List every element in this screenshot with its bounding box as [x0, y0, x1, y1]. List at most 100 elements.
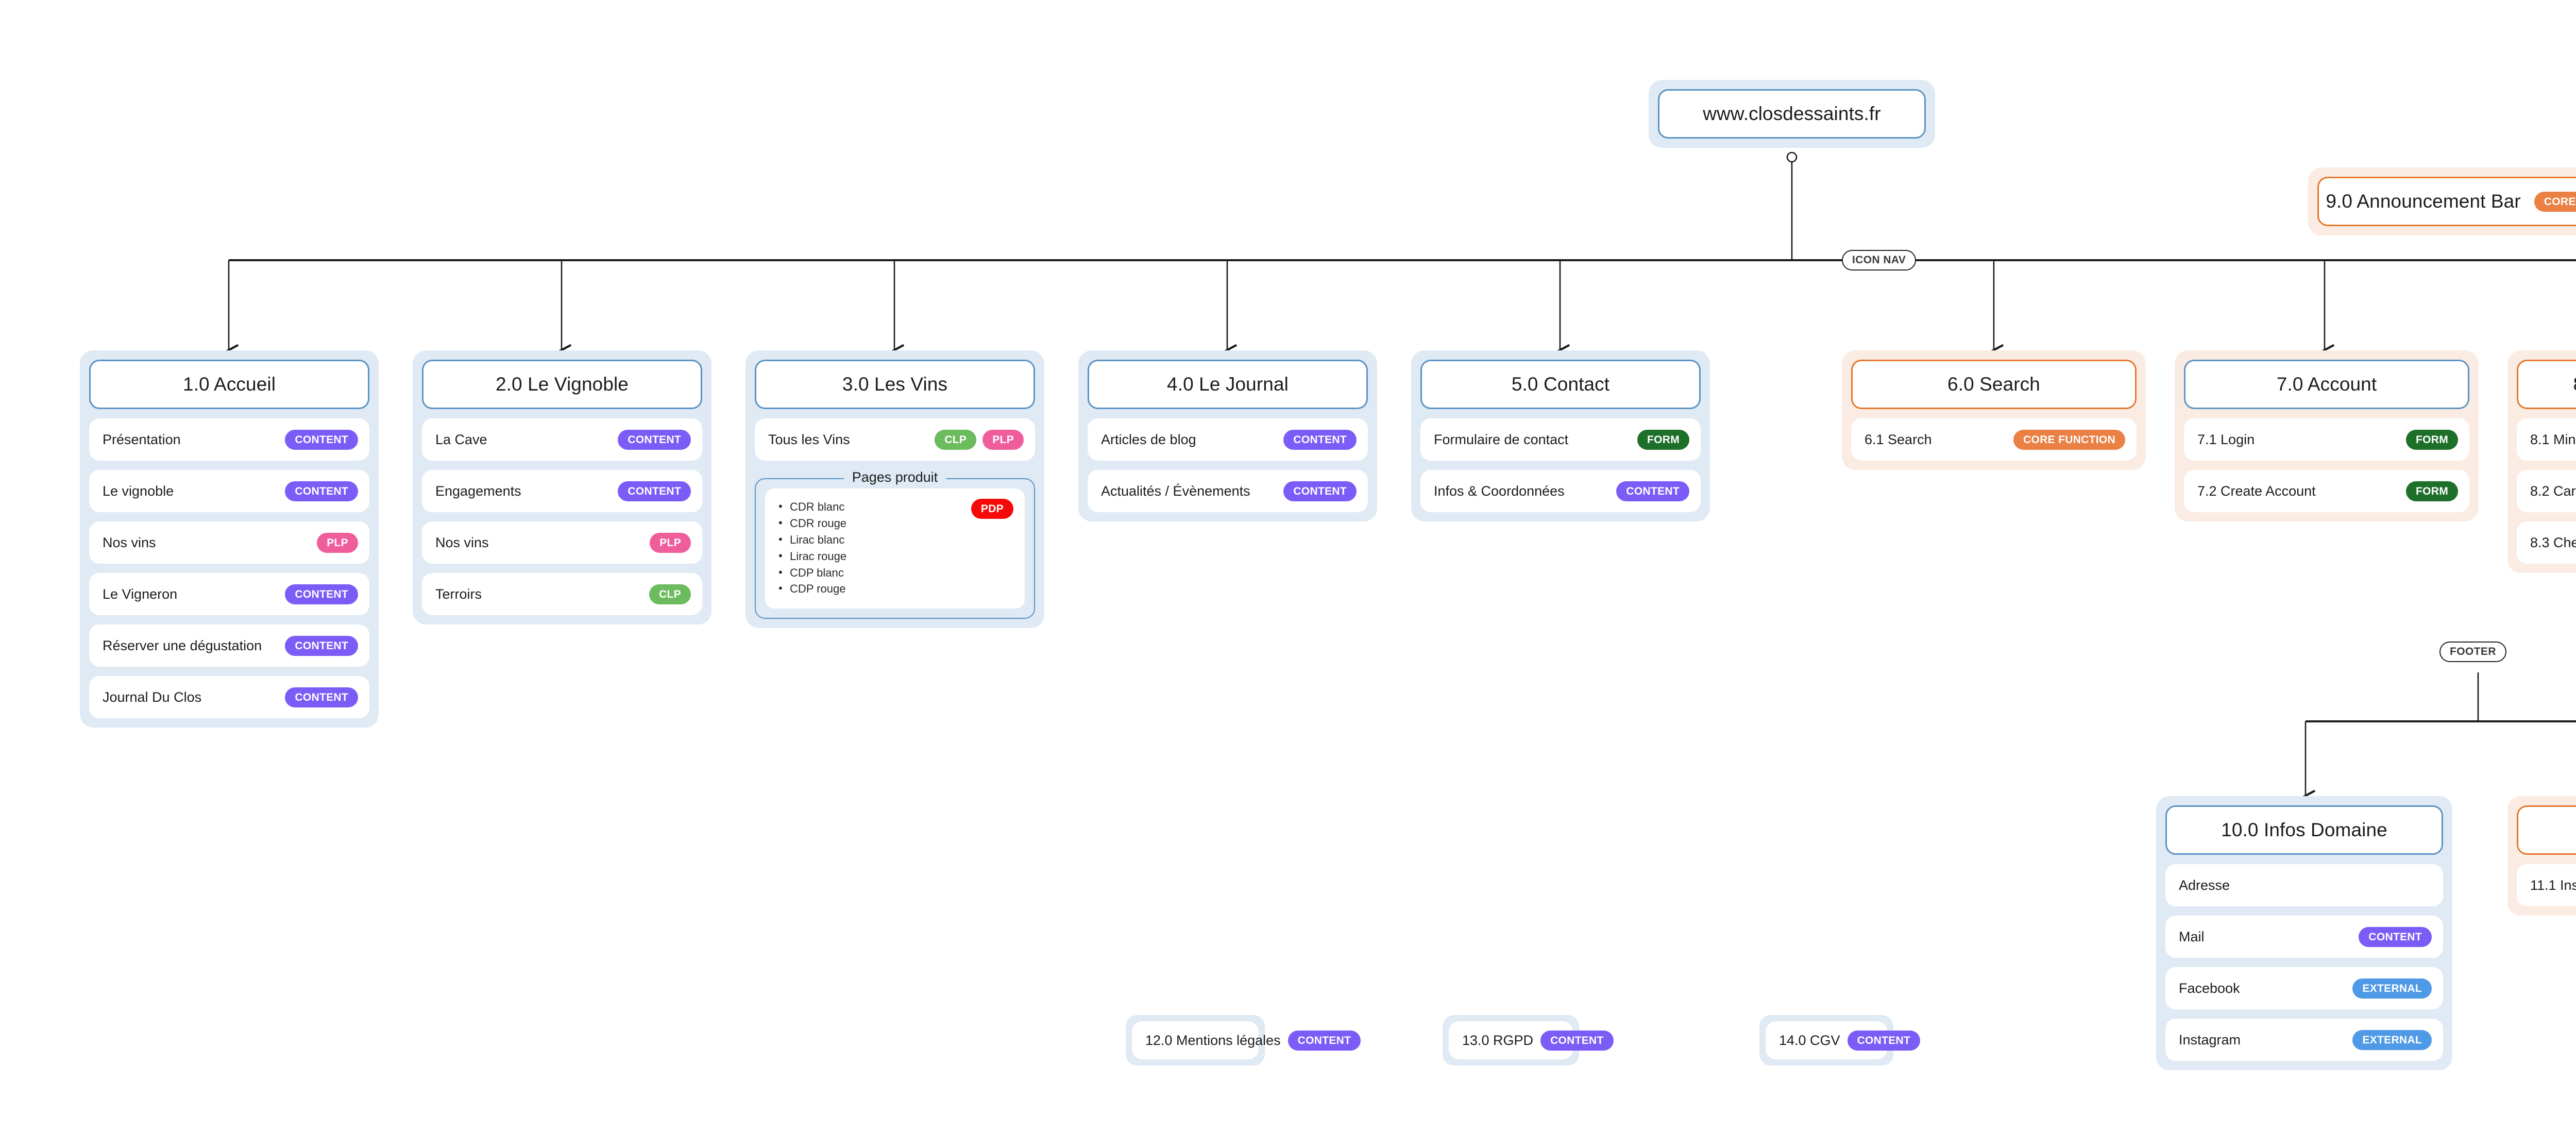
- sitemap-row-label: Formulaire de contact: [1434, 431, 1569, 447]
- list-item[interactable]: CDP blanc: [776, 564, 846, 581]
- status-badge-content: CONTENT: [618, 481, 691, 501]
- column-header-contact[interactable]: 5.0 Contact: [1420, 360, 1701, 409]
- sitemap-row-label: Réserver une dégustation: [103, 637, 262, 653]
- sitemap-row-label: Présentation: [103, 431, 181, 447]
- badge-group: CONTENT: [1283, 481, 1357, 501]
- sitemap-row-label: 12.0 Mentions légales: [1145, 1032, 1281, 1048]
- column-header-account[interactable]: 7.0 Account: [2184, 360, 2469, 409]
- list-item[interactable]: CDR blanc: [776, 498, 846, 515]
- badge-group: CONTENT: [2359, 926, 2432, 947]
- list-item[interactable]: CDP rouge: [776, 580, 846, 597]
- sitemap-row[interactable]: 8.1 Mini CartCORE FUNCTION: [2517, 418, 2576, 461]
- column-header-journal[interactable]: 4.0 Le Journal: [1088, 360, 1368, 409]
- column-title: 10.0 Infos Domaine: [2221, 819, 2387, 840]
- sitemap-row[interactable]: 11.1 Inscription NewsletterFORM: [2517, 864, 2576, 906]
- product-pages-card[interactable]: CDR blancCDR rougeLirac blancLirac rouge…: [765, 488, 1025, 609]
- announcement-bar-header[interactable]: 9.0 Announcement Bar CORE FUNCTION: [2317, 177, 2576, 226]
- sitemap-row-label: Infos & Coordonnées: [1434, 483, 1565, 499]
- sitemap-row-label: Le Vigneron: [103, 586, 178, 602]
- sitemap-row[interactable]: 8.2 CartCORE FUNCTION: [2517, 470, 2576, 512]
- badge-group: PLP: [650, 532, 691, 553]
- badge-group: CONTENT: [1616, 481, 1689, 501]
- list-item[interactable]: CDR rouge: [776, 515, 846, 532]
- column-title: 1.0 Accueil: [182, 374, 276, 395]
- sitemap-row[interactable]: 8.3 CheckoutCORE FUNCTION: [2517, 521, 2576, 564]
- column-header-search[interactable]: 6.0 Search: [1851, 360, 2137, 409]
- footer-connector-label: FOOTER: [2439, 641, 2506, 662]
- product-pages-list: CDR blancCDR rougeLirac blancLirac rouge…: [776, 498, 846, 597]
- column-header-infos-domaine[interactable]: 10.0 Infos Domaine: [2165, 805, 2443, 855]
- sitemap-row-label: 11.1 Inscription Newsletter: [2530, 877, 2576, 893]
- root-header[interactable]: www.closdessaints.fr: [1658, 89, 1926, 139]
- status-badge-content: CONTENT: [1540, 1030, 1614, 1051]
- list-item[interactable]: Lirac blanc: [776, 531, 846, 548]
- sitemap-row-label: Adresse: [2179, 877, 2230, 893]
- root-node[interactable]: www.closdessaints.fr: [1649, 80, 1935, 148]
- sitemap-row-label: Actualités / Évènements: [1101, 483, 1250, 499]
- sitemap-row[interactable]: Actualités / Évènements CONTENT: [1088, 470, 1368, 512]
- column-header-cart[interactable]: 8.0 Cart & Checkout: [2517, 360, 2576, 409]
- status-badge-form: FORM: [2405, 481, 2458, 501]
- sitemap-row-label: 8.3 Checkout: [2530, 534, 2576, 550]
- column-header-vignoble[interactable]: 2.0 Le Vignoble: [422, 360, 702, 409]
- icon-nav-connector-label: ICON NAV: [1842, 250, 1917, 271]
- root-title: www.closdessaints.fr: [1703, 103, 1881, 124]
- sitemap-row[interactable]: Terroirs CLP: [422, 573, 702, 615]
- column-header-vins[interactable]: 3.0 Les Vins: [755, 360, 1035, 409]
- status-badge-clp: CLP: [649, 584, 691, 604]
- sitemap-row-label: Le vignoble: [103, 483, 174, 499]
- badge-group: EXTERNAL: [2352, 1029, 2432, 1050]
- list-item[interactable]: Lirac rouge: [776, 548, 846, 565]
- badge-group: CONTENT: [618, 429, 691, 450]
- sitemap-row-label: 6.1 Search: [1865, 431, 1932, 447]
- status-badge-plp: PLP: [982, 429, 1024, 450]
- sitemap-column-cart[interactable]: 8.0 Cart & Checkout 8.1 Mini CartCORE FUN…: [2507, 350, 2576, 573]
- sitemap-row[interactable]: Adresse: [2165, 864, 2443, 906]
- column-header-accueil[interactable]: 1.0 Accueil: [89, 360, 369, 409]
- status-badge-content: CONTENT: [1283, 429, 1357, 450]
- sitemap-row-label: Terroirs: [435, 586, 482, 602]
- column-title: 2.0 Le Vignoble: [496, 374, 629, 395]
- column-header-newsletter[interactable]: 11.0 Newsletter: [2517, 805, 2576, 855]
- badge-group: CONTENT: [1540, 1030, 1614, 1051]
- badge-group: CONTENT: [1847, 1030, 1921, 1051]
- sitemap-row[interactable]: Infos & Coordonnées CONTENT: [1420, 470, 1701, 512]
- status-badge-content: CONTENT: [618, 429, 691, 450]
- status-badge-clp: CLP: [935, 429, 977, 450]
- announcement-bar-node[interactable]: 9.0 Announcement Bar CORE FUNCTION: [2308, 167, 2576, 235]
- status-badge-content: CONTENT: [285, 687, 358, 707]
- sitemap-column-newsletter[interactable]: 11.0 Newsletter 11.1 Inscription Newslett…: [2507, 796, 2576, 916]
